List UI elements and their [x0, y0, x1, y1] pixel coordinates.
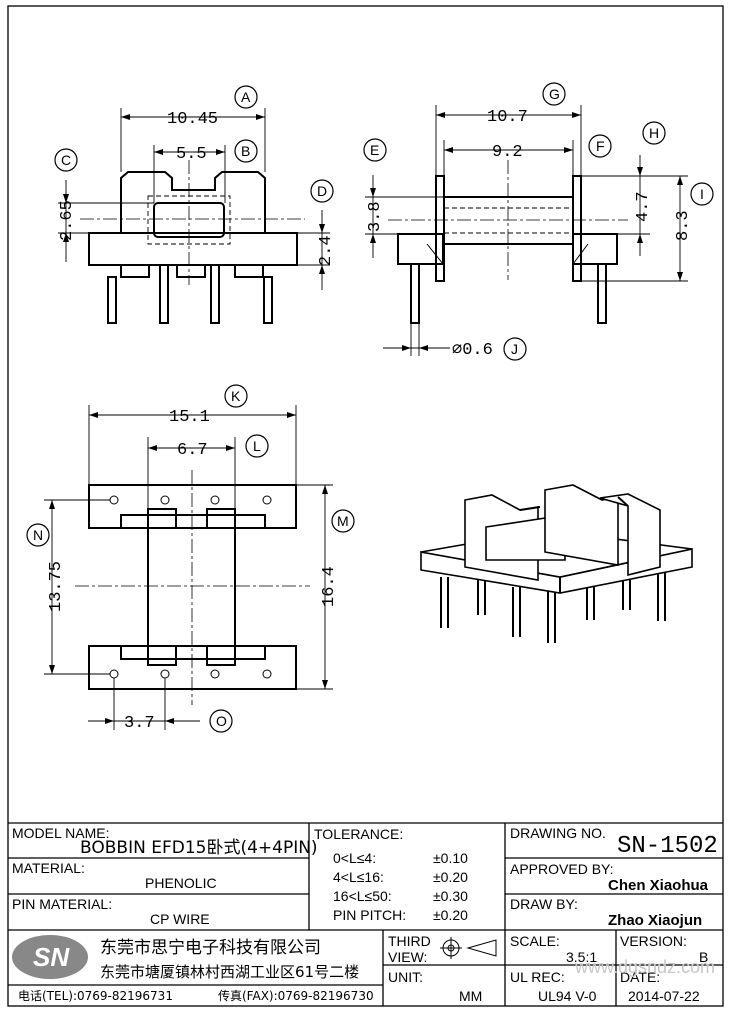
- callout-f: F: [596, 138, 605, 154]
- model-name-value: BOBBIN EFD15卧式(4+4PIN): [80, 838, 318, 858]
- dim-top-o: 3.7: [124, 714, 155, 733]
- tol-value-4: ±0.20: [433, 907, 468, 923]
- dim-side-h: 4.7: [634, 191, 653, 222]
- dim-side-length: 10.7: [487, 108, 528, 127]
- company-name: 东莞市思宁电子科技有限公司: [100, 938, 321, 958]
- dim-side-i: 8.3: [674, 210, 693, 241]
- watermark: www.dgsndz.com: [574, 957, 715, 977]
- callout-a: A: [241, 89, 251, 105]
- callout-d: D: [317, 183, 327, 199]
- scale-label: SCALE:: [510, 933, 560, 949]
- callout-e: E: [370, 142, 379, 158]
- unit-value: MM: [459, 988, 482, 1004]
- callout-o: O: [216, 713, 227, 729]
- approved-by-value: Chen Xiaohua: [608, 877, 709, 894]
- dim-pin-dia: ⌀0.6: [452, 341, 493, 360]
- top-view: 15.1 6.7 13.75 16.4 3.7: [44, 405, 339, 733]
- dim-top-l: 6.7: [177, 441, 208, 460]
- tol-value-1: ±0.10: [433, 850, 468, 866]
- company-fax: 传真(FAX):0769-82196730: [218, 988, 374, 1003]
- ul-rec-value: UL94 V-0: [538, 988, 597, 1004]
- company-tel: 电话(TEL):0769-82196731: [18, 989, 173, 1003]
- tol-value-3: ±0.30: [433, 888, 468, 904]
- dim-side-inner: 9.2: [492, 143, 523, 162]
- model-name-label: MODEL NAME:: [12, 825, 110, 841]
- dim-top-m: 16.4: [320, 566, 339, 607]
- callout-h: H: [649, 125, 659, 141]
- date-label: DATE:: [620, 969, 660, 985]
- date-value: 2014-07-22: [628, 988, 700, 1004]
- scale-value: 3.5:1: [566, 949, 597, 965]
- unit-label: UNIT:: [388, 969, 423, 985]
- callout-l: L: [253, 438, 261, 454]
- material-value: PHENOLIC: [145, 875, 217, 891]
- company-address: 东莞市塘厦镇林村西湖工业区61号二楼: [100, 963, 359, 981]
- approved-by-label: APPROVED BY:: [510, 861, 613, 877]
- callout-m: M: [337, 513, 349, 529]
- third-view-label-1: THIRD: [388, 933, 431, 949]
- callout-g: G: [549, 86, 560, 102]
- dim-front-slot: 5.5: [176, 145, 207, 164]
- callout-i: I: [700, 186, 704, 202]
- tol-range-3: 16<L≤50:: [333, 888, 392, 904]
- logo-text: SN: [33, 942, 70, 972]
- side-view: 10.7 9.2 3.8 4.7 8.3 ⌀0.6: [365, 105, 693, 360]
- third-view-label-2: VIEW:: [388, 949, 427, 965]
- dim-front-d: 2.4: [317, 235, 336, 266]
- third-angle-projection-icon: [440, 937, 497, 959]
- pin-material-value: CP WIRE: [150, 911, 210, 927]
- version-value: B: [699, 949, 708, 965]
- callout-c: C: [61, 152, 71, 168]
- front-view: 10.45 5.5 2.65 2.4: [58, 108, 336, 324]
- draw-by-label: DRAW BY:: [510, 896, 578, 912]
- drawing-border: [7, 5, 724, 1007]
- callouts: A B C D E F G H I J K L N M O: [26, 82, 714, 733]
- isometric-view: [420, 484, 693, 643]
- tol-range-4: PIN PITCH:: [333, 907, 406, 923]
- dim-top-n: 13.75: [47, 561, 66, 612]
- callout-n: N: [33, 527, 43, 543]
- dim-side-e: 3.8: [366, 201, 385, 232]
- tol-range-2: 4<L≤16:: [333, 869, 384, 885]
- callout-b: B: [241, 143, 250, 159]
- draw-by-value: Zhao Xiaojun: [608, 912, 702, 929]
- drawing-no-label: DRAWING NO.: [510, 825, 606, 841]
- title-block: MODEL NAME: BOBBIN EFD15卧式(4+4PIN) MATER…: [8, 823, 723, 1006]
- pin-material-label: PIN MATERIAL:: [12, 896, 112, 912]
- dim-front-c: 2.65: [58, 200, 77, 241]
- callout-j: J: [511, 341, 518, 357]
- dim-front-width: 10.45: [167, 110, 218, 129]
- material-label: MATERIAL:: [12, 860, 85, 876]
- ul-rec-label: UL REC:: [510, 969, 565, 985]
- version-label: VERSION:: [620, 933, 687, 949]
- tol-range-1: 0<L≤4:: [333, 850, 376, 866]
- company-logo: SN: [12, 935, 88, 979]
- tol-value-2: ±0.20: [433, 869, 468, 885]
- dim-top-width: 15.1: [169, 408, 210, 427]
- drawing-no-value: SN-1502: [617, 833, 718, 860]
- callout-k: K: [231, 388, 241, 404]
- tolerance-label: TOLERANCE:: [314, 826, 403, 842]
